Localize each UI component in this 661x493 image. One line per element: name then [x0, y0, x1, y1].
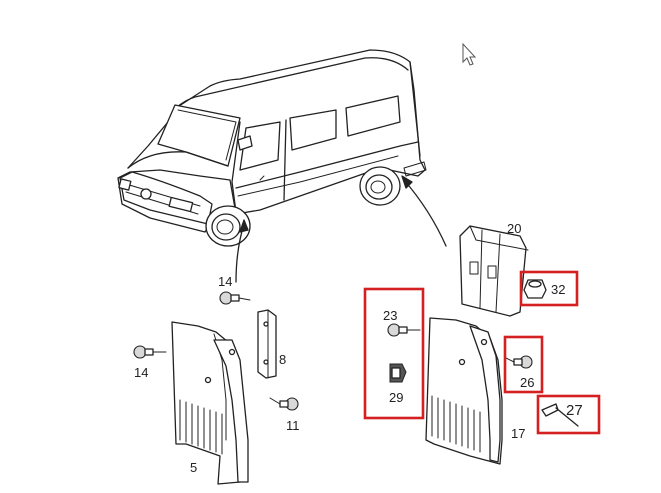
highlight-box-27	[536, 394, 601, 435]
callout-27: 27	[566, 402, 583, 419]
mouse-pointer-icon	[462, 42, 477, 66]
callout-26: 26	[520, 375, 534, 390]
pointer-arrows	[235, 175, 447, 283]
callout-5: 5	[190, 460, 197, 475]
bracket-part	[257, 309, 277, 379]
callout-32: 32	[551, 282, 565, 297]
screw-part-26	[505, 355, 533, 369]
callout-14-left: 14	[134, 365, 148, 380]
wheel-arch-cover	[459, 225, 529, 317]
screw-part-14-left	[133, 345, 167, 359]
callout-14-top: 14	[218, 274, 232, 289]
clip-part-29	[389, 363, 407, 383]
nut-part-32	[523, 279, 547, 299]
callout-17: 17	[511, 426, 525, 441]
van-illustration	[117, 49, 427, 247]
callout-20: 20	[507, 221, 521, 236]
pin-part-27	[541, 403, 579, 427]
screw-part-11	[269, 397, 299, 411]
highlight-box-26	[503, 335, 544, 394]
callout-8: 8	[279, 352, 286, 367]
callout-23: 23	[383, 308, 397, 323]
mud-flap-front-left	[171, 321, 249, 485]
highlight-box-23-29	[363, 287, 425, 420]
mud-flap-rear-right	[425, 317, 503, 465]
callout-11: 11	[286, 418, 300, 433]
callout-29: 29	[389, 390, 403, 405]
highlight-box-32	[519, 270, 579, 307]
screw-part-14-top	[219, 291, 251, 305]
screw-part-23	[387, 323, 421, 337]
